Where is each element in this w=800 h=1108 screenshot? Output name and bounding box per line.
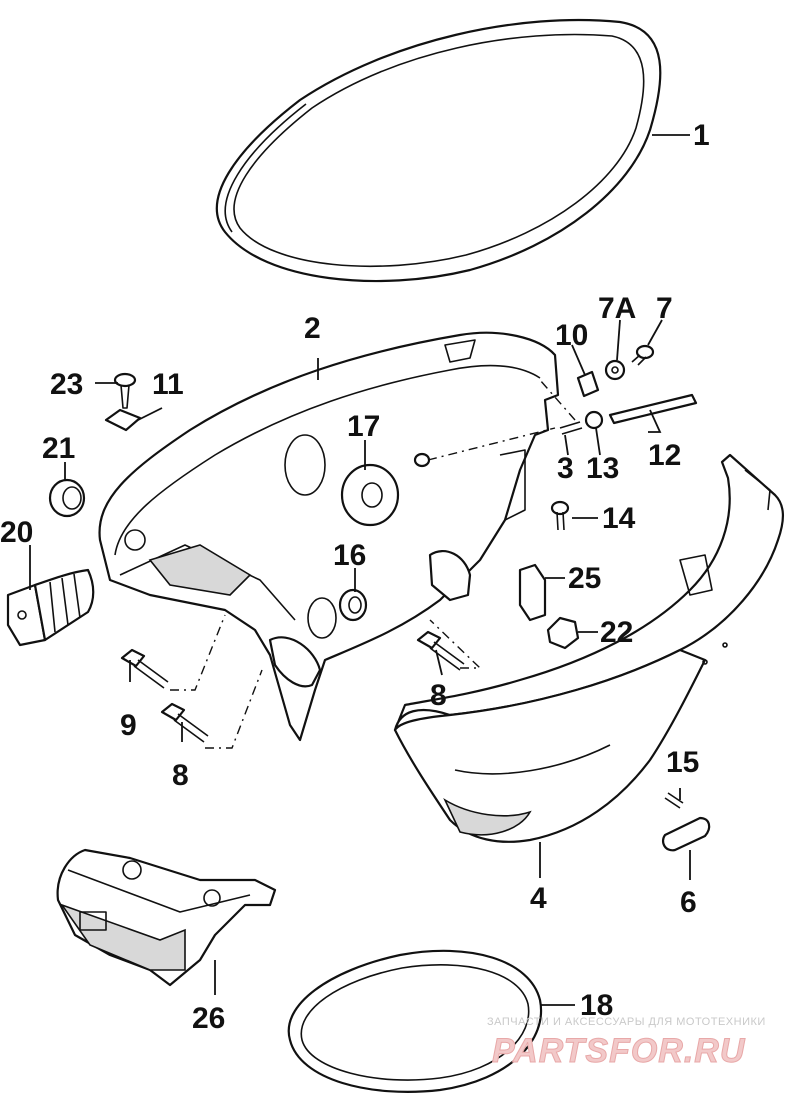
part-12-pin	[608, 393, 698, 425]
part-4-rear-cowl	[393, 453, 784, 843]
part-3-bolt	[559, 421, 583, 435]
part-9-bolt	[120, 648, 169, 689]
callout-labels: 1 2 23 11 21 20 17 16 9 8 8 10 7A 7 3 13…	[0, 119, 710, 1035]
part-1-top-seal	[215, 18, 662, 283]
callout-8-right: 8	[430, 679, 447, 712]
callout-23: 23	[50, 368, 83, 401]
part-2-front-cowl	[98, 331, 560, 742]
assembly-guide-lines	[170, 379, 576, 749]
callout-1: 1	[693, 119, 710, 152]
callout-13: 13	[586, 452, 619, 485]
callout-4: 4	[530, 882, 547, 915]
part-18-bottom-seal	[287, 949, 543, 1093]
part-22-nut	[546, 616, 580, 650]
part-16-grommet	[338, 588, 368, 622]
callout-6: 6	[680, 886, 697, 919]
callout-25: 25	[568, 562, 601, 595]
callout-16: 16	[333, 539, 366, 572]
callout-7a: 7A	[598, 292, 636, 325]
small-washer	[413, 452, 431, 468]
watermark-brand: PARTSFOR.RU	[492, 1032, 746, 1070]
leader-lines	[29, 134, 691, 1006]
callout-26: 26	[192, 1002, 225, 1035]
callout-12: 12	[648, 439, 681, 472]
part-20-boot	[6, 568, 95, 647]
part-8-bolt-right	[416, 630, 465, 671]
callout-15: 15	[666, 746, 699, 779]
part-7-screw	[631, 344, 655, 366]
callout-17: 17	[347, 410, 380, 443]
part-26-bracket	[56, 848, 277, 987]
part-11-clip-nut	[104, 408, 142, 432]
callout-10: 10	[555, 319, 588, 352]
callout-8-left: 8	[172, 759, 189, 792]
callout-9: 9	[120, 709, 137, 742]
callout-18: 18	[580, 989, 613, 1022]
part-14-screw	[550, 500, 570, 531]
callout-22: 22	[600, 616, 633, 649]
watermark: ЗАПЧАСТИ И АКСЕССУАРЫ ДЛЯ МОТОТЕХНИКИ PA…	[487, 1016, 766, 1071]
part-8-bolt-left	[160, 702, 209, 743]
part-7a-washer	[604, 359, 626, 381]
part-13-nut	[584, 410, 604, 430]
callout-14: 14	[602, 502, 636, 535]
callout-20: 20	[0, 516, 33, 549]
part-15-screw	[664, 792, 684, 809]
part-17-seal	[340, 463, 400, 527]
part-21-ring	[48, 478, 86, 518]
part-25-bracket	[518, 563, 547, 622]
callout-2: 2	[304, 312, 321, 345]
watermark-tagline: ЗАПЧАСТИ И АКСЕССУАРЫ ДЛЯ МОТОТЕХНИКИ	[487, 1016, 766, 1028]
callout-11: 11	[152, 368, 184, 401]
part-23-screw	[113, 372, 137, 409]
callout-3: 3	[557, 452, 574, 485]
part-6-knob	[661, 816, 711, 852]
callout-21: 21	[42, 432, 75, 465]
callout-7: 7	[656, 292, 673, 325]
part-10-clip	[576, 370, 600, 398]
